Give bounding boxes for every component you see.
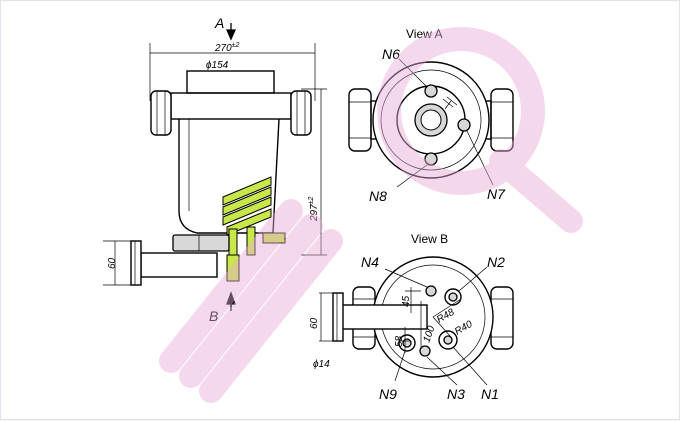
dim-phi14: ϕ14 [313, 359, 330, 370]
label-n1: N1 [481, 386, 499, 402]
dim-45-line [405, 287, 421, 313]
view-a-title: View A [406, 27, 442, 41]
left-flange [150, 90, 172, 136]
label-n6: N6 [382, 46, 400, 62]
view-b-arrow [226, 291, 236, 311]
view-b-side-nozzle [340, 304, 428, 330]
height-dim: 297±2 [308, 196, 320, 222]
marker-b: B [209, 308, 218, 324]
side-nozzle-flange [130, 240, 142, 286]
dim-45: 45 [401, 295, 412, 307]
view-b-right-flange [490, 286, 514, 350]
side-view: A 270±2 ϕ154 297±2 [103, 15, 327, 324]
label-n8: N8 [369, 188, 387, 204]
nozzle-n7 [457, 118, 471, 132]
marker-a: A [214, 15, 224, 31]
label-n7: N7 [487, 186, 506, 202]
dim-r48-line [432, 298, 462, 318]
label-n4: N4 [361, 254, 379, 270]
view-b: View B 60 ϕ14 45 R48 100 [309, 232, 514, 402]
nozzle-n3 [419, 345, 431, 357]
top-cap [186, 70, 275, 94]
label-n9: N9 [379, 386, 397, 402]
flange-band [170, 92, 292, 120]
label-n3: N3 [447, 386, 465, 402]
nozzle-dim: 60 [107, 257, 118, 269]
dim-58: 58 [394, 335, 405, 347]
hq-watermark [159, 27, 583, 403]
view-b-title: View B [411, 232, 448, 246]
diameter-dim: ϕ154 [206, 60, 229, 71]
view-a-hatch [442, 96, 458, 110]
view-b-nozzle-flange [332, 292, 344, 342]
housing-body [178, 118, 280, 234]
width-dim: 270±2 [214, 42, 240, 54]
nozzle-n6 [424, 84, 438, 98]
view-a-right-flange [490, 88, 514, 152]
dim-58-line [399, 327, 411, 353]
heating-coil [222, 176, 286, 282]
right-flange [290, 90, 312, 136]
base-plate [172, 234, 230, 252]
dim-r40-line [432, 316, 452, 338]
side-nozzle [140, 252, 218, 278]
view-a-left-flange [348, 88, 372, 152]
dim-60: 60 [309, 317, 320, 329]
nozzle-n8 [424, 152, 438, 166]
view-a-arrow [225, 23, 237, 41]
label-n2: N2 [487, 254, 505, 270]
view-a: View A N6 N8 N7 [348, 27, 514, 204]
nozzle-n4 [425, 285, 437, 297]
